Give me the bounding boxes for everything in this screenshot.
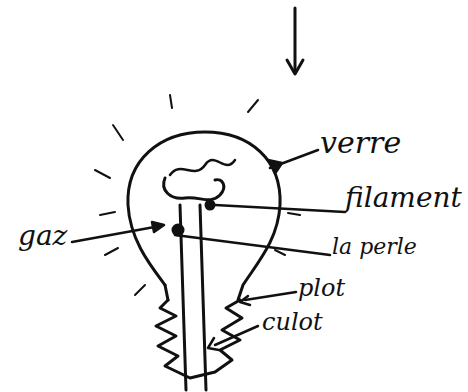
part-label: filament [345, 184, 462, 212]
part-label: verre [320, 128, 401, 158]
part-label: la perle [332, 236, 417, 258]
light-rays [95, 95, 300, 295]
filament-wire [170, 160, 235, 175]
direction-arrow [294, 8, 297, 72]
part-label: culot [262, 310, 323, 334]
neck [165, 285, 168, 300]
stem [200, 205, 206, 390]
bead [206, 201, 214, 209]
stem [180, 205, 186, 390]
leader-lines [72, 150, 345, 350]
part-label: gaz [18, 222, 67, 250]
part-label: plot [298, 276, 345, 300]
filament-support [164, 178, 224, 200]
glass-outline [128, 132, 280, 300]
arrow-head [287, 60, 303, 74]
